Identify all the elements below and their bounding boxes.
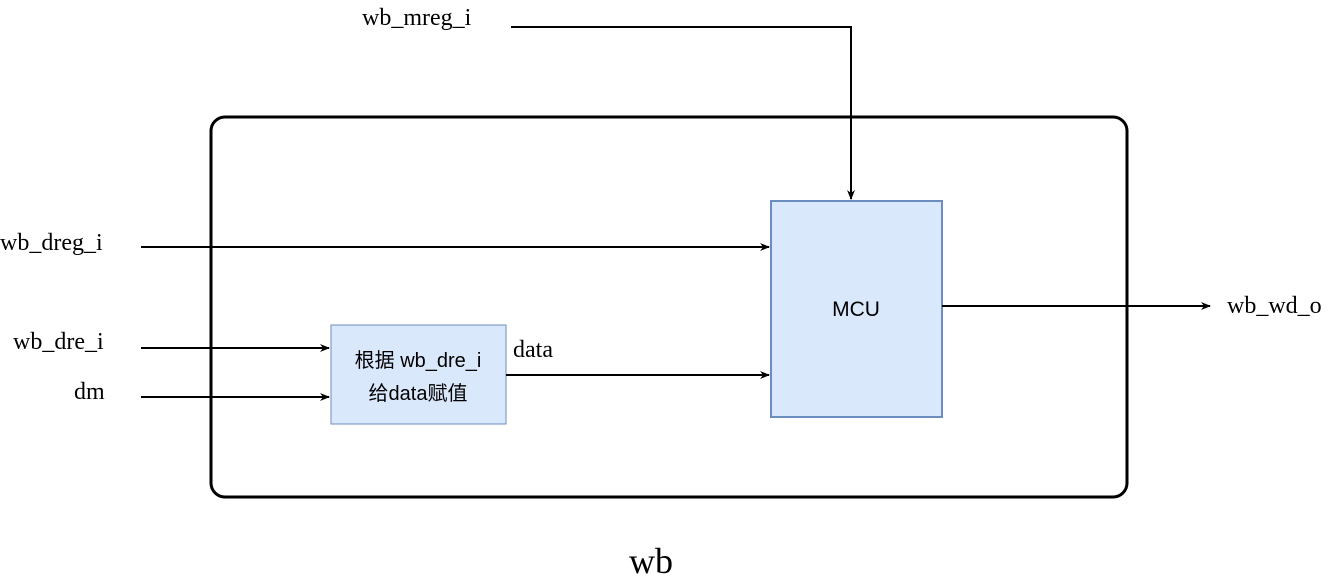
mcu-block (770, 200, 943, 418)
input-label-mreg: wb_mreg_i (362, 5, 472, 31)
output-label-wd: wb_wd_o (1227, 293, 1322, 319)
input-label-dreg: wb_dreg_i (0, 230, 103, 256)
mcu-block-label: MCU (832, 298, 880, 321)
selector-block-label-line2: 给data赋值 (369, 382, 468, 405)
selector-block (330, 324, 507, 425)
selector-block-label-line1: 根据 wb_dre_i (355, 349, 482, 372)
data-signal-label: data (513, 337, 553, 363)
input-label-dre: wb_dre_i (13, 329, 104, 355)
module-label: wb (629, 541, 673, 581)
mreg-connector (511, 26, 855, 200)
input-label-dm: dm (74, 379, 105, 405)
